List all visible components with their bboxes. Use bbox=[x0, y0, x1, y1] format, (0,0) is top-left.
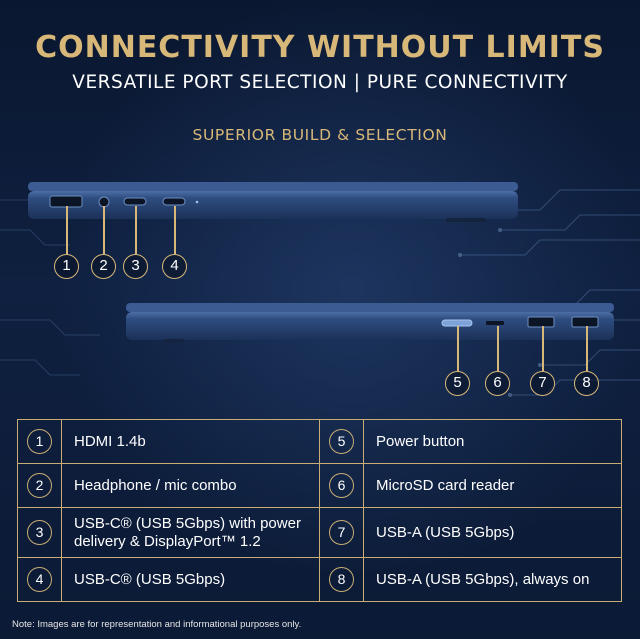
port-number-badge: 4 bbox=[27, 567, 52, 592]
port-number-badge: 2 bbox=[27, 473, 52, 498]
port-number-badge: 6 bbox=[329, 473, 354, 498]
table-row: 1 HDMI 1.4b 5 Power button bbox=[17, 419, 622, 464]
port-label: USB-C® (USB 5Gbps) bbox=[61, 557, 320, 602]
port-label: USB-A (USB 5Gbps) bbox=[363, 507, 622, 558]
page-subtitle: VERSATILE PORT SELECTION | PURE CONNECTI… bbox=[72, 72, 568, 93]
port-number-badge: 7 bbox=[329, 520, 354, 545]
callout-leader bbox=[103, 206, 105, 254]
circuit-pattern-icon bbox=[0, 199, 100, 376]
callout-leader bbox=[497, 326, 499, 371]
section-heading: SUPERIOR BUILD & SELECTION bbox=[192, 126, 448, 144]
port-number-badge: 5 bbox=[329, 429, 354, 454]
callout-8: 8 bbox=[574, 371, 599, 396]
callout-5: 5 bbox=[445, 371, 470, 396]
callout-3: 3 bbox=[123, 254, 148, 279]
port-number-badge: 8 bbox=[329, 567, 354, 592]
callout-1: 1 bbox=[54, 254, 79, 279]
page-title: CONNECTIVITY WITHOUT LIMITS bbox=[35, 30, 605, 65]
callout-leader bbox=[586, 326, 588, 371]
port-label: Headphone / mic combo bbox=[61, 463, 320, 508]
laptop-side-icon bbox=[126, 303, 614, 343]
callout-leader bbox=[135, 206, 137, 254]
port-number-badge: 1 bbox=[27, 429, 52, 454]
port-label: MicroSD card reader bbox=[363, 463, 622, 508]
table-row: 3 USB-C® (USB 5Gbps) with power delivery… bbox=[17, 507, 622, 558]
callout-4: 4 bbox=[162, 254, 187, 279]
callout-leader bbox=[457, 326, 459, 371]
callout-leader bbox=[66, 206, 68, 254]
table-row: 2 Headphone / mic combo 6 MicroSD card r… bbox=[17, 463, 622, 508]
table-row: 4 USB-C® (USB 5Gbps) 8 USB-A (USB 5Gbps)… bbox=[17, 557, 622, 602]
port-label: Power button bbox=[363, 419, 622, 464]
callout-6: 6 bbox=[485, 371, 510, 396]
disclaimer-note: Note: Images are for representation and … bbox=[12, 619, 302, 630]
callout-leader bbox=[542, 326, 544, 371]
port-number-badge: 3 bbox=[27, 520, 52, 545]
callout-leader bbox=[174, 206, 176, 254]
callout-2: 2 bbox=[91, 254, 116, 279]
port-spec-table: 1 HDMI 1.4b 5 Power button 2 Headphone /… bbox=[17, 419, 622, 602]
callout-7: 7 bbox=[530, 371, 555, 396]
laptop-side-icon bbox=[28, 182, 518, 222]
port-label: HDMI 1.4b bbox=[61, 419, 320, 464]
port-label: USB-A (USB 5Gbps), always on bbox=[363, 557, 622, 602]
port-label: USB-C® (USB 5Gbps) with power delivery &… bbox=[61, 507, 320, 558]
